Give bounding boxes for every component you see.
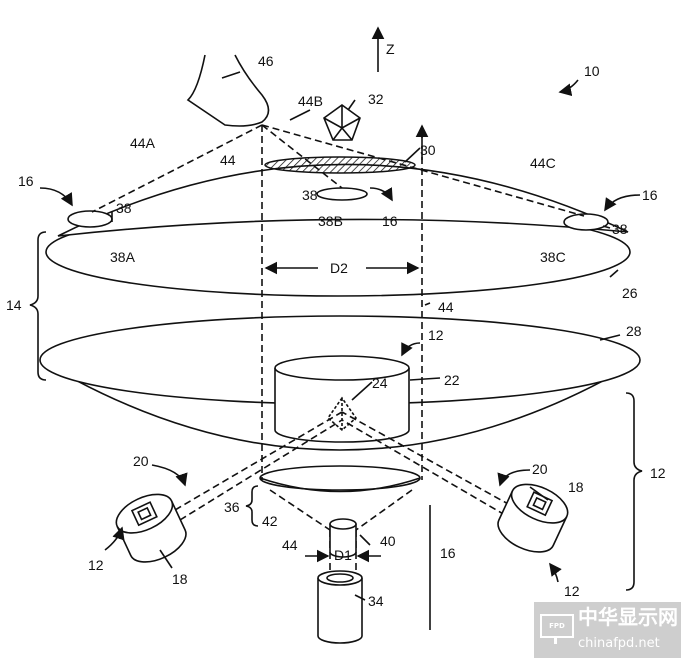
projector-18-left bbox=[115, 493, 187, 563]
label-16-left: 16 bbox=[18, 173, 34, 189]
label-z: Z bbox=[386, 41, 395, 57]
watermark: FPD 中华显示网 chinafpd.net bbox=[534, 602, 681, 658]
label-44A: 44A bbox=[130, 135, 156, 151]
label-44B: 44B bbox=[298, 93, 323, 109]
label-38-left: 38 bbox=[116, 200, 132, 216]
label-12-mid: 12 bbox=[428, 327, 444, 343]
label-20-right: 20 bbox=[532, 461, 548, 477]
label-38B: 38B bbox=[318, 213, 343, 229]
label-30: 30 bbox=[420, 142, 436, 158]
label-38A: 38A bbox=[110, 249, 136, 265]
watermark-text-cn: 中华显示网 bbox=[578, 605, 678, 629]
cylinder-40 bbox=[329, 518, 357, 558]
finger-46 bbox=[186, 54, 270, 127]
label-D1: D1 bbox=[334, 547, 352, 563]
upper-lens-26 bbox=[45, 163, 631, 297]
label-16-low: 16 bbox=[440, 545, 456, 561]
aperture-38A bbox=[67, 210, 113, 228]
label-36: 36 bbox=[224, 499, 240, 515]
watermark-monitor-icon: FPD bbox=[540, 614, 574, 644]
light-paths-44 bbox=[91, 124, 585, 570]
label-46: 46 bbox=[258, 53, 274, 69]
object-24 bbox=[326, 396, 358, 432]
label-28: 28 bbox=[626, 323, 642, 339]
hatched-image-30 bbox=[264, 156, 416, 174]
label-20-left: 20 bbox=[133, 453, 149, 469]
label-18-right: 18 bbox=[568, 479, 584, 495]
label-D2: D2 bbox=[330, 260, 348, 276]
label-42: 42 bbox=[262, 513, 278, 529]
label-10: 10 bbox=[584, 63, 600, 79]
cube-32 bbox=[323, 104, 361, 141]
label-12-right: 12 bbox=[650, 465, 666, 481]
label-16-mid: 16 bbox=[382, 213, 398, 229]
watermark-text-en: chinafpd.net bbox=[578, 636, 660, 651]
label-44-mid: 44 bbox=[438, 299, 454, 315]
brace-36 bbox=[245, 485, 259, 527]
aperture-38C bbox=[563, 213, 609, 231]
label-44-top: 44 bbox=[220, 152, 236, 168]
label-44C: 44C bbox=[530, 155, 556, 171]
label-22: 22 bbox=[444, 372, 460, 388]
cylinder-34 bbox=[317, 570, 363, 644]
lens-42 bbox=[259, 465, 421, 493]
label-32: 32 bbox=[368, 91, 384, 107]
label-26: 26 bbox=[622, 285, 638, 301]
aperture-38B bbox=[316, 187, 368, 201]
label-18-left: 18 bbox=[172, 571, 188, 587]
brace-14 bbox=[29, 231, 47, 381]
label-12-bottom: 12 bbox=[564, 583, 580, 599]
label-12-left: 12 bbox=[88, 557, 104, 573]
leader-lines bbox=[39, 71, 641, 601]
label-34: 34 bbox=[368, 593, 384, 609]
label-38-mid: 38 bbox=[302, 187, 318, 203]
label-14: 14 bbox=[6, 297, 22, 313]
label-16-right: 16 bbox=[642, 187, 658, 203]
label-38-right: 38 bbox=[612, 221, 628, 237]
label-24: 24 bbox=[372, 375, 388, 391]
brace-12 bbox=[625, 392, 643, 591]
label-40: 40 bbox=[380, 533, 396, 549]
label-44-low: 44 bbox=[282, 537, 298, 553]
label-38C: 38C bbox=[540, 249, 566, 265]
